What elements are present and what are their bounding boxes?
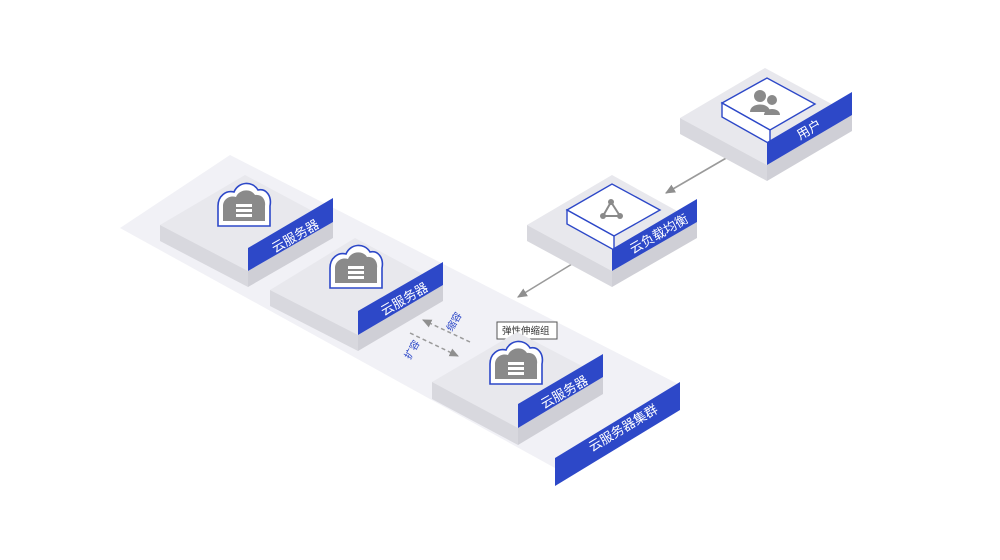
cloud-server-icon <box>489 340 544 385</box>
user-label-panel <box>767 92 852 165</box>
load-balancer-block: 云负载均衡 <box>527 175 697 287</box>
user-block: 用户 <box>680 68 852 181</box>
scaling-group-label: 弹性伸缩组 <box>502 325 550 337</box>
cluster-label-panel <box>555 382 680 486</box>
lb-label-panel <box>612 199 697 271</box>
flow-arrow-user-to-lb <box>665 156 729 194</box>
scaling-group-tag: 弹性伸缩组 <box>496 321 558 340</box>
server-block-3: 云服务器 <box>432 332 603 445</box>
cloud-server-icon <box>217 182 272 227</box>
person-icon <box>750 90 780 115</box>
flow-arrow-lb-to-cluster <box>517 263 573 298</box>
cloud-server-icon <box>329 244 384 289</box>
server-block-1: 云服务器 <box>160 175 333 287</box>
server-label-panel <box>248 198 333 271</box>
server-label-panel <box>358 262 443 335</box>
server-label-panel <box>518 354 603 428</box>
server-block-2: 云服务器 <box>270 238 443 351</box>
network-icon <box>600 199 623 219</box>
